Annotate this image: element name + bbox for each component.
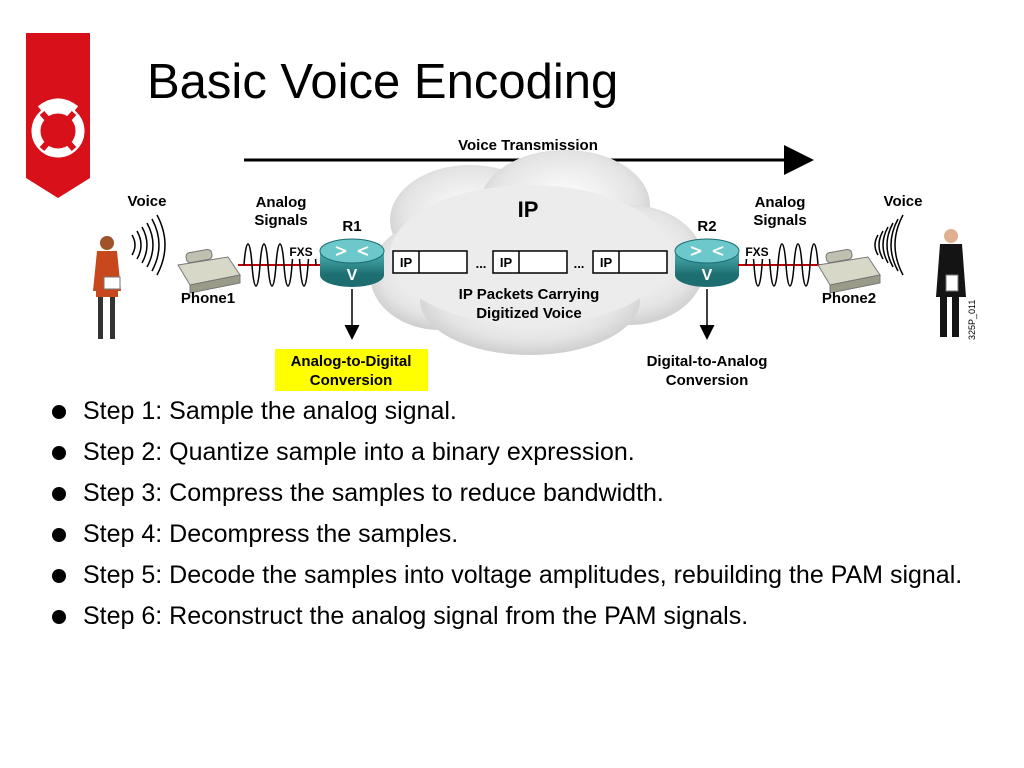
bullet-icon [52, 569, 66, 583]
analog-signals-left-label-1: Analog [256, 194, 307, 211]
steps-list: Step 1: Sample the analog signal. Step 2… [50, 396, 980, 642]
dac-label-2: Conversion [666, 372, 749, 389]
router-r2-badge: V [702, 267, 713, 284]
step-item: Step 5: Decode the samples into voltage … [50, 560, 980, 591]
router-r2-icon [674, 238, 740, 287]
bullet-icon [52, 610, 66, 624]
step-item: Step 4: Decompress the samples. [50, 519, 980, 550]
phone1-icon [177, 248, 241, 294]
packet-ellipsis-2: ... [574, 256, 585, 271]
step-text: Step 6: Reconstruct the analog signal fr… [83, 602, 749, 630]
figure-code: 325P_011 [967, 300, 977, 340]
sound-waves-left-icon [131, 214, 166, 276]
step-item: Step 2: Quantize sample into a binary ex… [50, 437, 980, 468]
voice-transmission-label: Voice Transmission [458, 137, 598, 154]
analog-wave-right [745, 243, 819, 287]
bullet-icon [52, 528, 66, 542]
step-text: Step 1: Sample the analog signal. [83, 397, 457, 425]
phone2-label: Phone2 [822, 290, 876, 307]
ip-cloud [370, 150, 705, 355]
packet-ellipsis-1: ... [476, 256, 487, 271]
phone1-label: Phone1 [181, 290, 235, 307]
analog-signals-left-label-2: Signals [254, 212, 307, 229]
ip-packet-1 [392, 250, 468, 274]
adc-label-2: Conversion [310, 372, 393, 389]
step-text: Step 2: Quantize sample into a binary ex… [83, 438, 635, 466]
bullet-icon [52, 487, 66, 501]
bullet-icon [52, 446, 66, 460]
voice-left-label: Voice [128, 193, 167, 210]
router-r1-icon [319, 238, 385, 287]
router-r2-label: R2 [697, 218, 716, 235]
voice-encoding-diagram: Voice Transmission IP Voice Phone1 Analo… [93, 137, 977, 391]
step-item: Step 1: Sample the analog signal. [50, 396, 980, 427]
adc-label-1: Analog-to-Digital [291, 353, 412, 370]
fxs-left-label: FXS [289, 245, 312, 259]
bullet-icon [52, 405, 66, 419]
person-left [93, 236, 121, 339]
fxs-right-label: FXS [745, 245, 768, 259]
step-text: Step 3: Compress the samples to reduce b… [83, 479, 664, 507]
ip-packet-3 [592, 250, 668, 274]
packets-caption-1: IP Packets Carrying [459, 286, 600, 303]
person-right [936, 229, 966, 337]
adc-highlight-box [275, 349, 428, 391]
voice-right-label: Voice [884, 193, 923, 210]
ip-packet-2 [492, 250, 568, 274]
analog-wave-left [243, 243, 317, 287]
ip-packet-3-label: IP [600, 255, 613, 270]
step-text: Step 4: Decompress the samples. [83, 520, 459, 548]
page-title: Basic Voice Encoding [147, 55, 619, 109]
dac-label-1: Digital-to-Analog [647, 353, 768, 370]
analog-signals-right-label-1: Analog [755, 194, 806, 211]
router-r1-label: R1 [342, 218, 361, 235]
phone2-icon [817, 248, 881, 294]
ip-packet-2-label: IP [500, 255, 513, 270]
logo [26, 33, 90, 198]
router-r1-badge: V [347, 267, 358, 284]
sound-waves-right-icon [874, 214, 904, 276]
packets-caption-2: Digitized Voice [476, 305, 582, 322]
ip-packet-1-label: IP [400, 255, 413, 270]
analog-signals-right-label-2: Signals [753, 212, 806, 229]
cloud-label: IP [518, 197, 539, 222]
step-item: Step 3: Compress the samples to reduce b… [50, 478, 980, 509]
step-text: Step 5: Decode the samples into voltage … [83, 561, 963, 589]
step-item: Step 6: Reconstruct the analog signal fr… [50, 601, 980, 632]
